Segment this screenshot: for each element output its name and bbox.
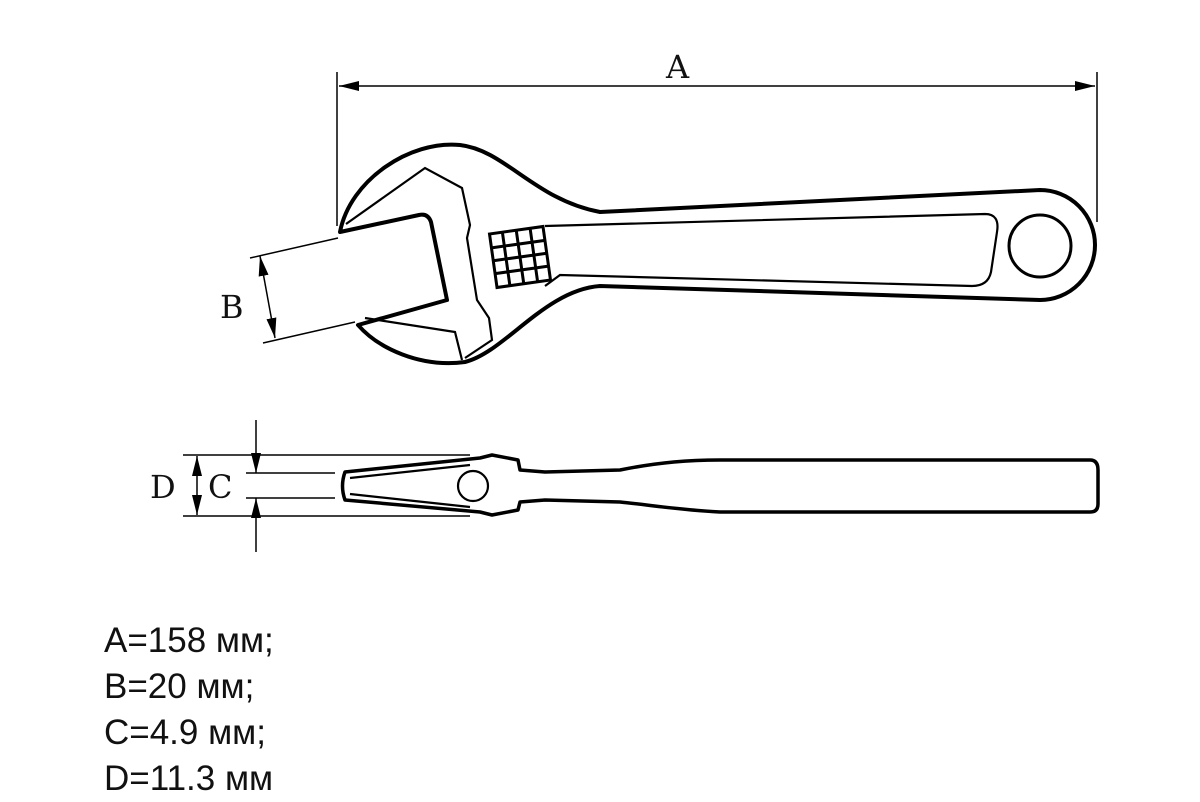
label-b: B <box>220 288 244 326</box>
wrench-side-view <box>340 453 1100 517</box>
knurl-icon <box>487 224 553 290</box>
spec-c: C=4.9 мм; <box>104 713 266 752</box>
spec-a: A=158 мм; <box>104 621 274 660</box>
label-c: C <box>208 468 232 506</box>
label-d: D <box>150 468 176 506</box>
label-a: A <box>665 48 690 86</box>
specifications-list: A=158 мм; B=20 мм; C=4.9 мм; D=11.3 мм <box>104 618 274 802</box>
dimension-c-d: D C <box>150 420 470 552</box>
spec-d: D=11.3 мм <box>104 759 274 798</box>
wrench-top-view <box>338 142 1097 365</box>
dimension-b: B <box>220 237 356 344</box>
dimension-a: A <box>336 48 1098 226</box>
spec-b: B=20 мм; <box>104 667 255 706</box>
